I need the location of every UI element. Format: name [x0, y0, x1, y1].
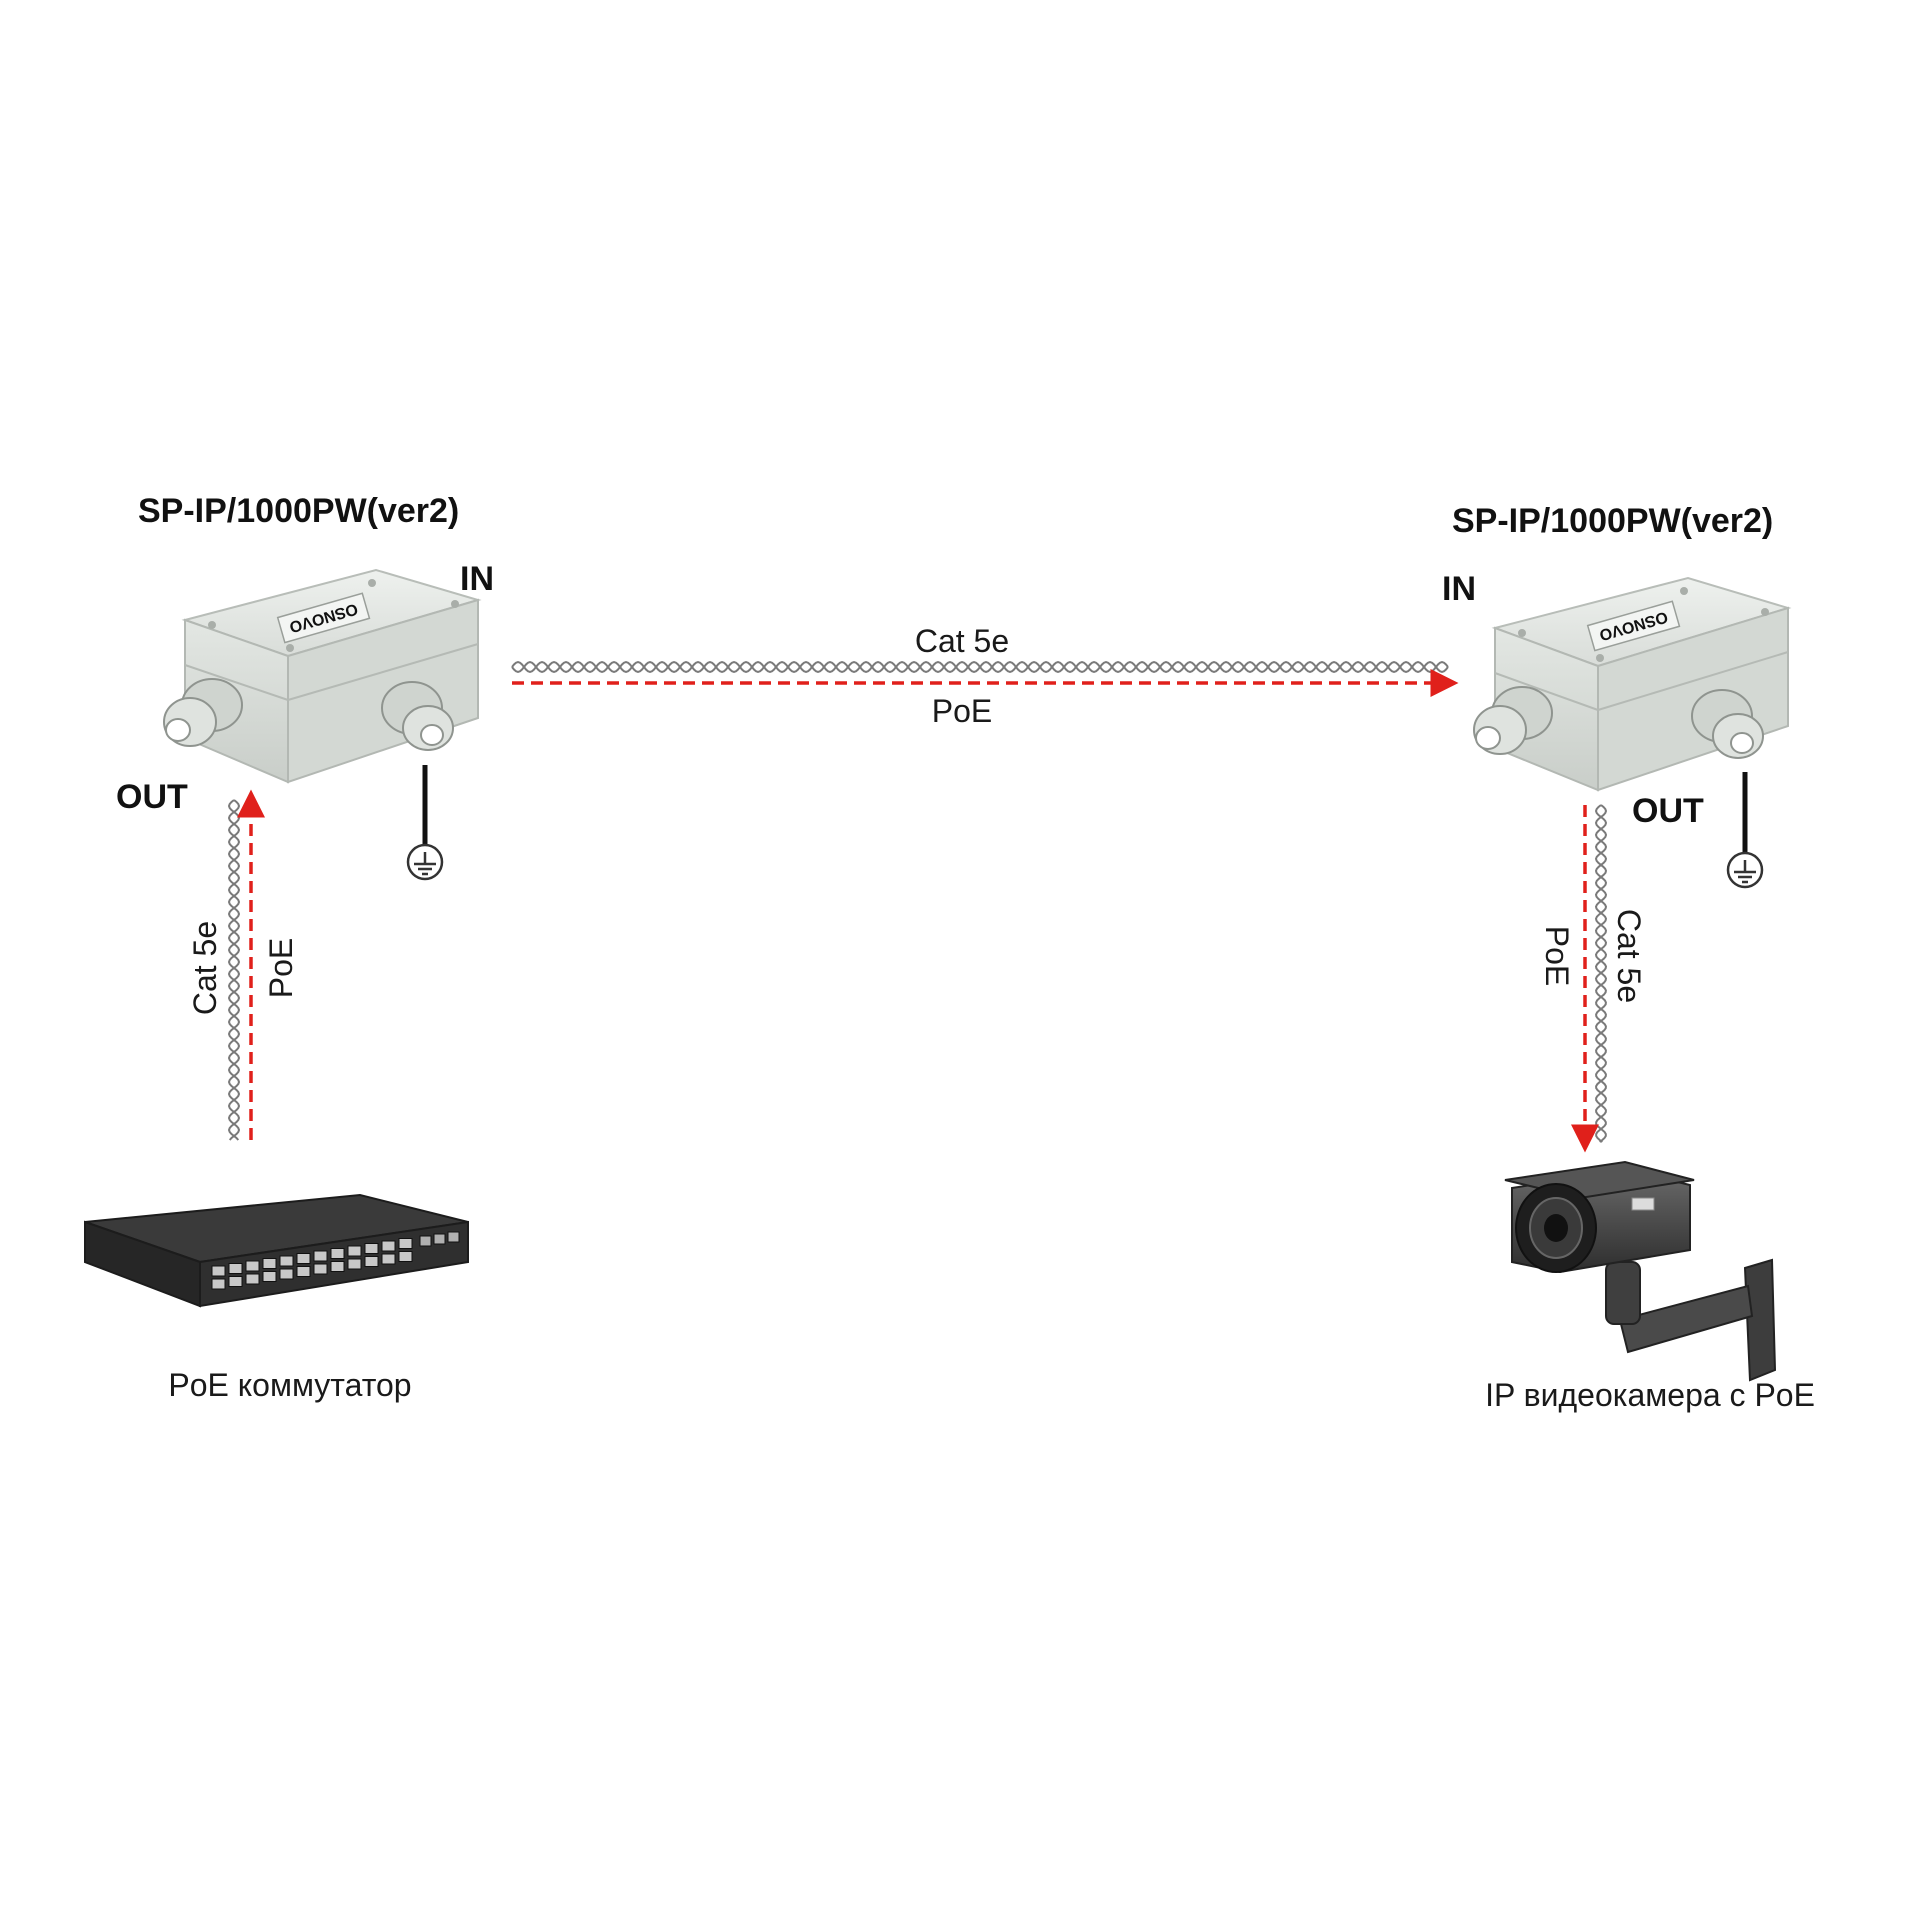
- switch-port: [330, 1261, 345, 1272]
- left-splitter: SP-IP/1000PW(ver2) IN OUT OSNOVO: [116, 492, 494, 881]
- switch-port: [347, 1258, 362, 1270]
- switch-port: [279, 1255, 294, 1267]
- camera-caption: IP видеокамера с PoE: [1485, 1377, 1815, 1413]
- switch-port: [228, 1276, 243, 1287]
- switch-uplink-port: [433, 1233, 446, 1245]
- right-splitter-gland-ground: [1691, 689, 1764, 759]
- main-poe-label: PoE: [932, 693, 992, 729]
- switch-port: [245, 1273, 260, 1285]
- cable-strand: [511, 660, 1449, 674]
- switch-port: [211, 1265, 226, 1277]
- switch-port: [211, 1278, 226, 1290]
- switch-caption: PoE коммутатор: [168, 1367, 411, 1403]
- cable-strand: [227, 799, 241, 1141]
- switch-uplink-port: [419, 1235, 432, 1247]
- switch-cable-label: Cat 5e: [187, 921, 223, 1015]
- left-splitter-gland-out: [163, 678, 243, 747]
- right-splitter-gland-out: [1473, 686, 1553, 755]
- right-splitter-model: SP-IP/1000PW(ver2): [1452, 502, 1773, 540]
- switch-port: [364, 1243, 379, 1254]
- ip-camera: IP видеокамера с PoE: [1485, 1160, 1815, 1413]
- switch-port: [381, 1240, 396, 1252]
- switch-port: [245, 1260, 260, 1272]
- switch-poe-label: PoE: [263, 938, 299, 998]
- right-splitter-in-label: IN: [1442, 570, 1476, 608]
- switch-port: [279, 1268, 294, 1280]
- camera-cable-label: Cat 5e: [1611, 909, 1647, 1003]
- poe-switch: PoE коммутатор: [84, 1193, 469, 1403]
- left-splitter-model: SP-IP/1000PW(ver2): [138, 492, 459, 530]
- camera-poe-label: PoE: [1539, 926, 1575, 986]
- switch-port: [381, 1253, 396, 1265]
- switch-port: [262, 1258, 277, 1269]
- right-ground-icon: [1726, 851, 1764, 889]
- main-twisted-pair-cable: [511, 660, 1449, 674]
- cable-strand: [1594, 804, 1608, 1143]
- switch-port: [313, 1263, 328, 1275]
- switch-port: [398, 1251, 413, 1262]
- switch-twisted-pair-cable: [227, 799, 241, 1141]
- switch-port: [347, 1245, 362, 1257]
- switch-port: [296, 1266, 311, 1277]
- main-link: Cat 5e PoE: [511, 623, 1459, 729]
- switch-uplink-port: [447, 1231, 460, 1243]
- switch-port: [330, 1248, 345, 1259]
- switch-port: [398, 1238, 413, 1249]
- switch-port: [313, 1250, 328, 1262]
- camera-drop: PoE Cat 5e: [1539, 804, 1647, 1153]
- switch-port: [228, 1263, 243, 1274]
- switch-port: [364, 1256, 379, 1267]
- switch-uplink: Cat 5e PoE: [187, 789, 299, 1141]
- switch-port: [296, 1253, 311, 1264]
- switch-port: [262, 1271, 277, 1282]
- right-splitter-out-label: OUT: [1632, 792, 1704, 830]
- main-cable-label: Cat 5e: [915, 623, 1009, 659]
- switch-port-array: [211, 1231, 460, 1290]
- left-ground-icon: [406, 843, 444, 881]
- camera-twisted-pair-cable: [1594, 804, 1608, 1143]
- left-splitter-out-label: OUT: [116, 778, 188, 816]
- left-splitter-in-label: IN: [460, 560, 494, 598]
- right-splitter: SP-IP/1000PW(ver2) IN OUT OSNOVO: [1442, 502, 1792, 889]
- left-splitter-gland-ground: [381, 681, 454, 751]
- cable-strand: [227, 799, 241, 1141]
